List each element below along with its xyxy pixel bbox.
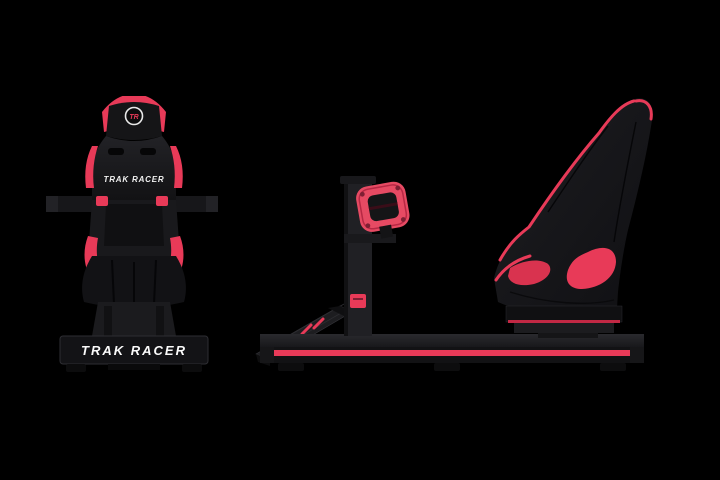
tr-monogram-text: TR — [129, 114, 138, 121]
pedal-red-accents — [300, 317, 325, 336]
rail-foot-left — [278, 363, 304, 371]
front-baseplate: TRAK RACER — [59, 335, 209, 372]
rail-foot-mid — [434, 363, 460, 371]
seatback-brand-text: TRAK RACER — [104, 175, 165, 184]
headrest-piping — [634, 99, 653, 121]
front-view: TR TRAK RACER — [46, 96, 218, 376]
front-view-svg: TR TRAK RACER — [46, 96, 218, 372]
belt-slots — [96, 196, 168, 206]
wheel-shelf — [344, 234, 396, 243]
front-foot-left — [66, 364, 86, 372]
rail-foot-right — [600, 363, 626, 371]
seat-pedestal — [505, 305, 623, 338]
baseplate-brand-text: TRAK RACER — [81, 343, 187, 358]
base-rail — [260, 334, 644, 371]
rail-red-stripe — [268, 350, 638, 356]
front-backrest: TRAK RACER — [85, 136, 183, 256]
front-cushion — [82, 256, 186, 308]
shifter-unit — [350, 294, 366, 308]
seat-front-piping — [498, 99, 636, 262]
backrest-red-bolster — [566, 247, 616, 289]
side-view — [248, 92, 668, 382]
tr-logo: TR — [124, 106, 144, 126]
wheel-stem — [379, 224, 394, 239]
seatpan-piping — [494, 254, 532, 282]
side-seat — [494, 98, 653, 315]
side-view-svg — [255, 98, 653, 371]
front-underframe — [92, 302, 176, 336]
steering-wheel — [356, 181, 410, 239]
seatpan-red-bolster — [508, 260, 551, 286]
front-foot-right — [182, 364, 202, 372]
